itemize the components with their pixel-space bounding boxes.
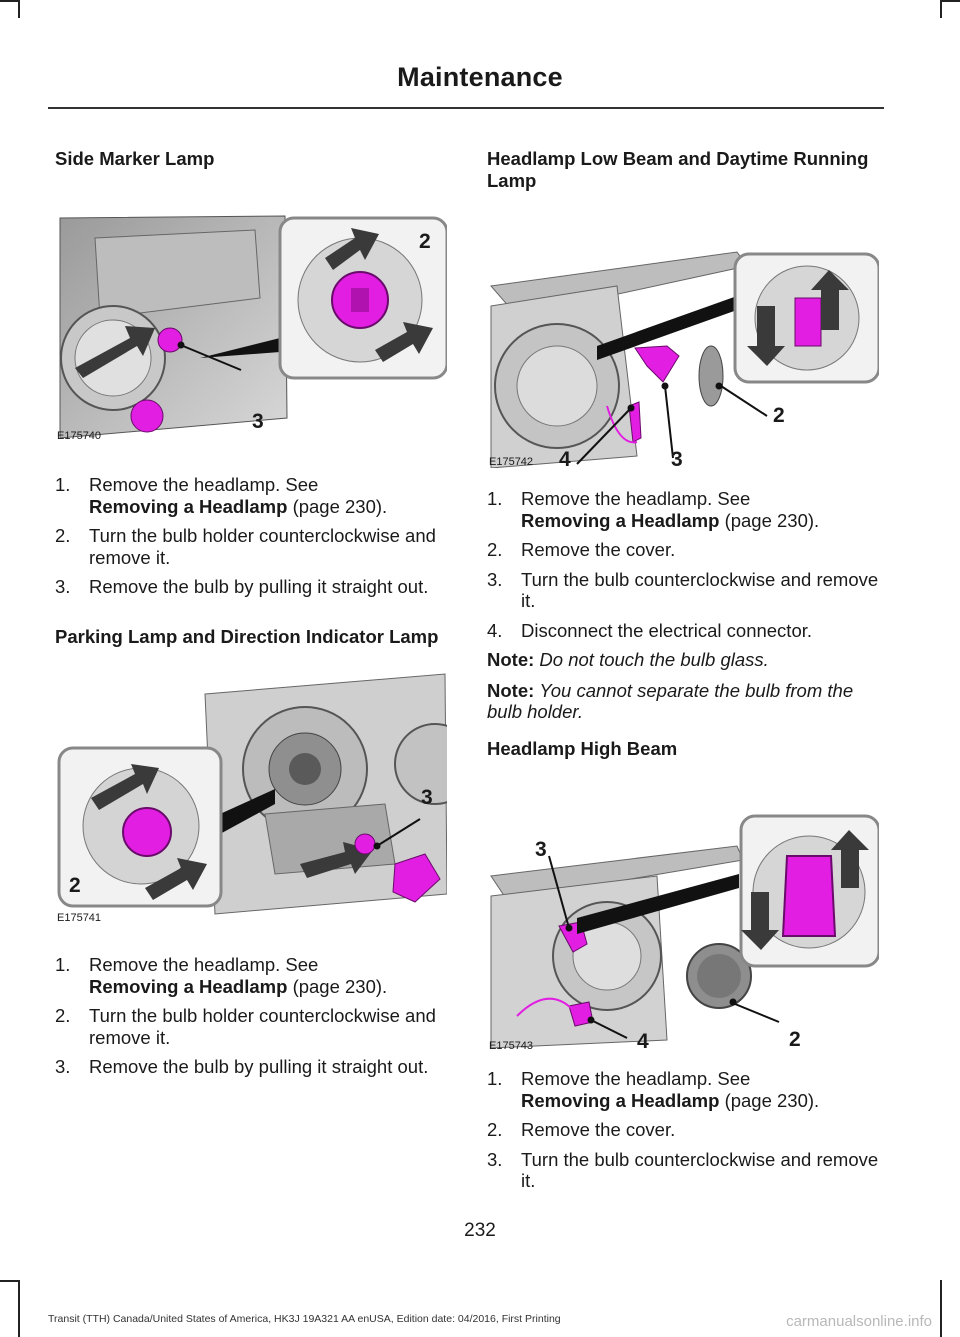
ref-link[interactable]: Removing a Headlamp	[521, 1089, 720, 1111]
section-side-marker: Side Marker Lamp 2 3 E175740 1	[55, 148, 447, 606]
callout-2: 2	[419, 230, 431, 253]
figure-code: E175740	[57, 430, 102, 442]
high-beam-illustration	[490, 814, 879, 1049]
watermark: carmanualsonline.info	[786, 1313, 932, 1330]
figure-code: E175741	[57, 912, 102, 924]
section-title: Parking Lamp and Direction Indicator Lam…	[55, 626, 439, 647]
section-high-beam: Headlamp High Beam 3 4 2	[487, 738, 879, 1200]
section-title: Headlamp Low Beam and Daytime Running La…	[487, 148, 869, 191]
callout-4: 4	[559, 448, 571, 471]
section-title: Side Marker Lamp	[55, 148, 215, 169]
callout-3: 3	[252, 410, 264, 433]
section-title: Headlamp High Beam	[487, 738, 678, 759]
list-item: 3.Turn the bulb counterclockwise and rem…	[487, 1148, 879, 1192]
list-item: 2.Remove the cover.	[487, 539, 676, 560]
crop-mark	[940, 1280, 942, 1337]
ref-link[interactable]: Removing a Headlamp	[89, 495, 288, 517]
page-title: Maintenance	[397, 62, 563, 92]
callout-2: 2	[69, 874, 81, 897]
figure-code: E175743	[489, 1040, 534, 1052]
figure-side-marker: 2 3 E175740	[55, 178, 447, 442]
callout-3: 3	[671, 448, 683, 471]
callout-2: 2	[789, 1028, 801, 1051]
section-low-beam: Headlamp Low Beam and Daytime Running La…	[487, 148, 879, 732]
callout-4: 4	[637, 1030, 649, 1053]
figure-low-beam: 2 3 4 E175742	[487, 206, 879, 471]
list-item: 3.Turn the bulb counterclockwise and rem…	[487, 568, 879, 612]
ref-link[interactable]: Removing a Headlamp	[521, 509, 720, 531]
side-marker-illustration	[59, 215, 447, 439]
callout-3: 3	[535, 838, 547, 861]
crop-mark	[940, 0, 942, 18]
callout-3: 3	[421, 786, 433, 809]
list-item: 2.Turn the bulb holder counterclockwise …	[55, 1005, 436, 1048]
page-number: 232	[464, 1220, 496, 1241]
crop-mark	[18, 0, 20, 18]
callout-2: 2	[773, 404, 785, 427]
low-beam-illustration	[490, 251, 879, 468]
list-item: 3.Remove the bulb by pulling it straight…	[55, 1056, 429, 1077]
section-parking: Parking Lamp and Direction Indicator Lam…	[55, 626, 447, 1086]
crop-mark	[940, 0, 960, 2]
list-item: 2.Turn the bulb holder counterclockwise …	[55, 525, 436, 568]
list-item: 4.Disconnect the electrical connector.	[487, 619, 813, 641]
figure-parking: 3 2 E175741	[55, 664, 447, 926]
parking-lamp-illustration	[57, 673, 447, 915]
crop-mark	[18, 1280, 20, 1337]
figure-code: E175742	[489, 456, 534, 468]
list-item: 2.Remove the cover.	[487, 1119, 676, 1140]
figure-high-beam: 3 4 2 E175743	[487, 776, 879, 1053]
note: Note: Do not touch the bulb glass.	[487, 649, 769, 670]
header-rule	[48, 107, 884, 109]
ref-link[interactable]: Removing a Headlamp	[89, 975, 288, 997]
crop-mark	[0, 1280, 18, 1282]
footer-text: Transit (TTH) Canada/United States of Am…	[48, 1313, 561, 1325]
list-item: 3.Remove the bulb by pulling it straight…	[55, 576, 429, 597]
crop-mark	[0, 0, 18, 2]
note: Note: You cannot separate the bulb from …	[487, 679, 854, 723]
